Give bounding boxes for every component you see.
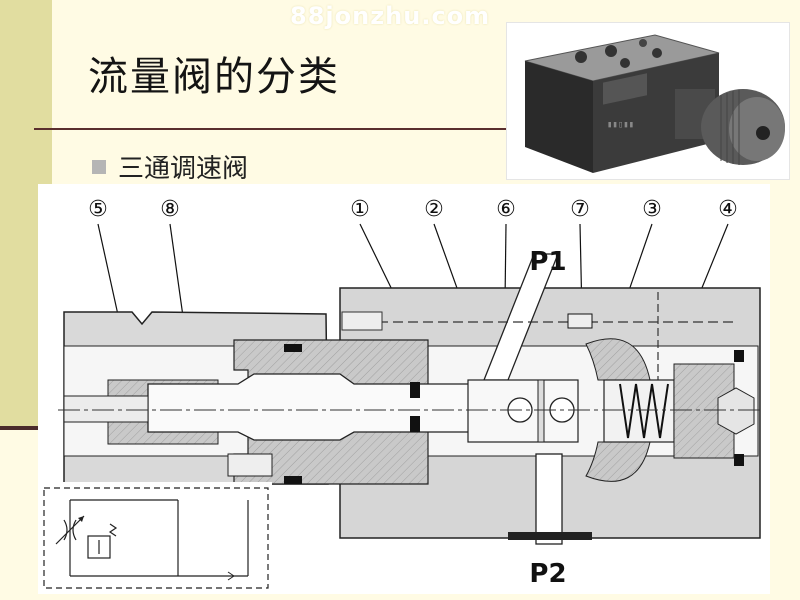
svg-text:▮▮▯▮▮: ▮▮▯▮▮ [607, 120, 634, 130]
callout-6: ⑥ [496, 197, 516, 222]
callout-7: ⑦ [570, 197, 590, 222]
callout-5: ⑤ [88, 197, 108, 222]
callout-2: ② [424, 197, 444, 222]
callout-4: ④ [718, 197, 738, 222]
callout-3: ③ [642, 197, 662, 222]
left-accent-line [0, 426, 40, 430]
valve-photo: ▮▮▯▮▮ [506, 22, 790, 180]
hydraulic-symbol [38, 482, 272, 594]
bullet-text: 三通调速阀 [118, 154, 249, 184]
bullet-square-icon [92, 159, 106, 174]
callout-1: ① [350, 197, 370, 222]
valve-photo-drawing: ▮▮▯▮▮ [524, 34, 785, 173]
valve-cross-section: ⑤ ⑧ ① ② ⑥ ⑦ ③ ④ [38, 184, 770, 594]
title-divider [34, 128, 514, 130]
port-p1-label: P1 [529, 247, 566, 277]
bullet-item: 三通调速阀 [92, 148, 248, 185]
port-p2-label: P2 [529, 559, 566, 589]
callout-8: ⑧ [160, 197, 180, 222]
watermark: 88jonzhu.com [290, 2, 491, 30]
cross-section-drawing: ⑤ ⑧ ① ② ⑥ ⑦ ③ ④ [38, 197, 762, 594]
slide-title: 流量阀的分类 [88, 54, 340, 100]
